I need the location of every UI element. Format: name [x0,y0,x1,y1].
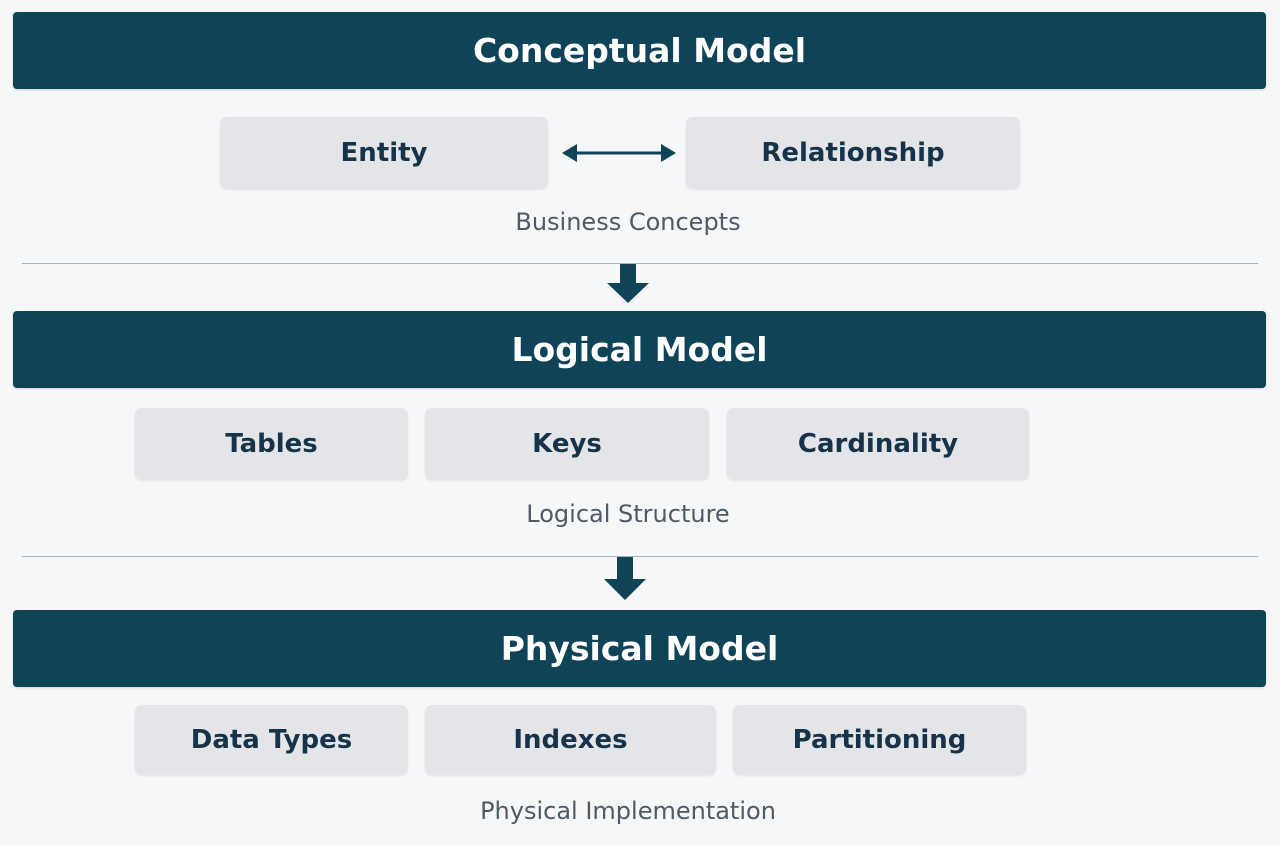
relationship-box: Relationship [686,117,1020,189]
physical-model-banner: Physical Model [13,610,1266,687]
partitioning-box: Partitioning [733,705,1026,775]
down-arrow-icon [604,557,646,600]
section-divider [22,556,1258,557]
logical-structure-caption: Logical Structure [526,500,730,528]
tables-box: Tables [135,408,408,480]
section-divider [22,263,1258,264]
cardinality-box: Cardinality [727,408,1029,480]
conceptual-model-banner: Conceptual Model [13,12,1266,89]
data-types-box: Data Types [135,705,408,775]
physical-implementation-caption: Physical Implementation [480,797,776,825]
indexes-box: Indexes [425,705,716,775]
business-concepts-caption: Business Concepts [515,208,741,236]
logical-model-banner: Logical Model [13,311,1266,388]
keys-box: Keys [425,408,709,480]
entity-box: Entity [220,117,548,189]
bidirectional-arrow-icon [562,144,676,162]
down-arrow-icon [607,264,649,303]
